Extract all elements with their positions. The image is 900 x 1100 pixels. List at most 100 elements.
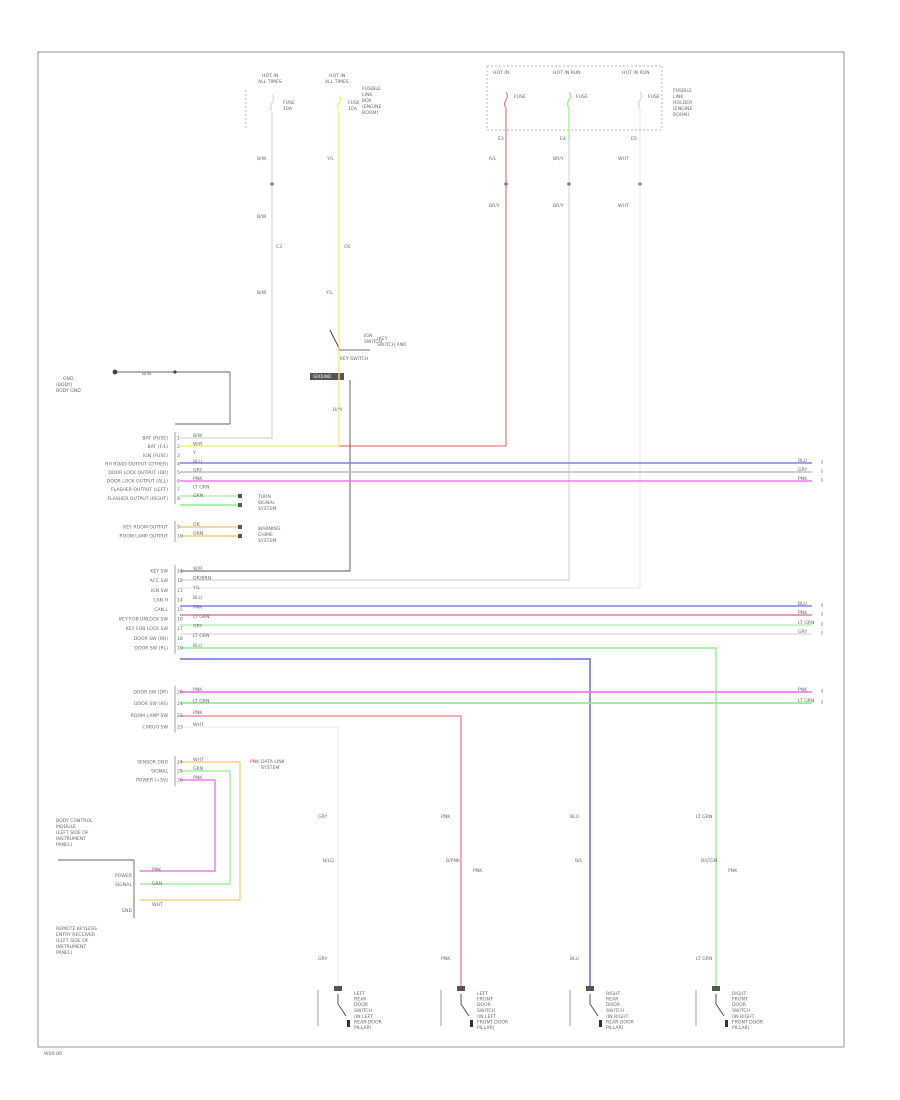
wire-code-top-3: R/L [489, 156, 497, 162]
bcm-group2-pin-1: 10 [177, 534, 183, 540]
door-3-name-3: SWITCH [732, 1008, 750, 1014]
tag-b-3: SYSTEM [258, 538, 276, 544]
tag-a-2: SIGNAL [258, 500, 275, 506]
bcm-group3-pin-2: 13 [177, 588, 183, 594]
ign-label-2: SWITCH [364, 339, 382, 345]
door-3-sub-2: PILLAR) [732, 1025, 750, 1031]
bcm-group1-pin-7: 8 [177, 496, 180, 502]
bcm-group2-label-1: ROOM LAMP OUTPUT [119, 534, 168, 540]
right-code-1: GRY [798, 467, 807, 473]
wire-acc-white [180, 108, 641, 589]
door-2-sub-1: REAR DOOR [606, 1020, 635, 1026]
bcm-group4-pin-3: 23 [177, 724, 183, 730]
fuse-b-label-1: HOT IN [329, 73, 345, 79]
bcm-group5-label-2: POWER (+5V) [136, 778, 168, 784]
wire-signal [140, 770, 231, 885]
door-2-mid-code: B/L [575, 858, 583, 864]
bcm-group4-label-1: DOOR SW (AS) [134, 701, 168, 707]
wire-ign-red [339, 108, 507, 447]
bcm-group3-code-3: BLU [193, 595, 202, 601]
door-2-name-1: REAR [606, 997, 619, 1003]
bcm-group3-label-6: KEY FOB LOCK SW [126, 626, 169, 632]
fuse-c-label-2: HOT IN RUN [553, 70, 581, 76]
bcm-group3-code-7: LT GRN [193, 633, 209, 639]
bcm-group3-pin-3: 14 [177, 597, 183, 603]
bcm-group3-code-8: BLU [193, 643, 202, 649]
note-3: (LEFT SIDE OF [56, 830, 89, 836]
door-1-name-3: SWITCH [477, 1008, 495, 1014]
body-ground-wire: B/W [142, 371, 152, 377]
bcm-group1-code-3: BLU [193, 459, 202, 465]
bcm-group3-label-3: CAN H [153, 597, 168, 603]
fuse-label-1: FUSE [514, 94, 526, 100]
bcm-group3-label-8: DOOR SW (RL) [134, 645, 168, 651]
bcm-group5-label-1: SIGNAL [151, 769, 168, 775]
c6-label: C6 [344, 244, 350, 250]
door-3-connector [712, 986, 720, 991]
bcm-group1-pin-5: 6 [177, 479, 180, 485]
wire-key-switch [180, 380, 351, 572]
bcm-group4-code-3: WHT [193, 722, 204, 728]
door-3-contact [715, 994, 725, 1017]
fuse-note-right-2: LINK [362, 92, 373, 98]
bcm-group2-label-0: KEY ROOM OUTPUT [123, 525, 168, 531]
right-code-7: PNK [798, 687, 808, 693]
door-0-name-2: DOOR [354, 1002, 369, 1008]
note-1: BODY CONTROL [56, 818, 93, 824]
door-0-ground [347, 1020, 350, 1027]
conn-right-2: 10A [348, 106, 358, 112]
bcm-group3-code-6: GRY [193, 624, 202, 630]
bcm-group1-pin-1: 2 [177, 444, 180, 450]
wire-key-sw-gray [180, 108, 570, 581]
fuse-note-right-3: BOX [362, 98, 372, 104]
bcm-group1-pin-4: 5 [177, 470, 180, 476]
body-ground-1: GND [63, 376, 74, 382]
bcm-group1-code-5: PNK [193, 476, 203, 482]
door-0-contact [337, 994, 347, 1017]
tag-a-3: SYSTEM [258, 506, 276, 512]
door-0-sub-0: (IN LEFT [354, 1014, 373, 1020]
c3-label: C3 [276, 244, 282, 250]
door-1-sub-0: (IN LEFT [477, 1014, 496, 1020]
bcm-conn-marker-0 [238, 494, 242, 498]
power-section: HOT IN ALL TIMES HOT IN ALL TIMES HOT IN… [245, 65, 693, 345]
module-name-1: REMOTE KEYLESS [56, 926, 97, 932]
door-1-mid-code2: PNK [473, 868, 483, 874]
wire-cargo-sw [180, 726, 339, 990]
door-0-upper-code: GRY [318, 814, 327, 820]
door-3-mid-code: B/LTGN [701, 858, 717, 864]
note-2: MODULE [56, 824, 76, 830]
conn-left-2: 10A [283, 106, 293, 112]
bcm-group3-label-4: CAN L [154, 607, 168, 613]
door-1-sub-2: PILLAR) [477, 1025, 495, 1031]
conn-code-e5: E5 [631, 136, 637, 142]
bcm-group3-pin-6: 17 [177, 626, 183, 632]
wire-code-top-2: Y/L [326, 156, 334, 162]
bcm-group3-pin-5: 16 [177, 617, 183, 623]
page-code: W00-0R [44, 1051, 63, 1057]
wire-code-top-5: WHT [618, 156, 629, 162]
door-0-name-0: LEFT [354, 991, 365, 997]
door-1-sub-1: FRONT DOOR [477, 1020, 509, 1026]
wire-power [140, 779, 216, 872]
key-switch-sub-2: SWITCH AND [377, 342, 407, 348]
bcm-group3-label-1: ACC SW [150, 578, 169, 584]
block-note-1: FUSIBLE [673, 88, 692, 94]
key-switch: KEY SWITCH GROUND (KEY SWITCH AND B/W [310, 329, 407, 413]
bcm-group1-label-7: FLASHER OUTPUT (RIGHT) [107, 496, 168, 502]
bcm-group3-pin-1: 12 [177, 578, 183, 584]
wire-bat-fuse [180, 112, 273, 439]
door-3-name-0: RIGHT [732, 991, 747, 997]
bcm-group4-label-0: DOOR SW (DR) [133, 690, 168, 696]
bcm-group1-label-3: RH ROAD OUTPUT (OTHER) [105, 461, 168, 467]
door-0-lower-code: GRY [318, 956, 327, 962]
door-0-mid-code: B/LG [323, 858, 334, 864]
key-switch-wire: B/W [333, 407, 343, 413]
bcm-group4-code-2: PNK [193, 710, 203, 716]
door-2-sub-2: PILLAR) [606, 1025, 624, 1031]
bcm-tags: TURN SIGNAL SYSTEM WARNING CHIME SYSTEM … [250, 494, 286, 771]
bcm-group4-label-2: ROOM LAMP SW [131, 713, 169, 719]
module-name-2: ENTRY RECEIVER [56, 932, 96, 938]
wire-sensor-gnd [140, 761, 241, 901]
